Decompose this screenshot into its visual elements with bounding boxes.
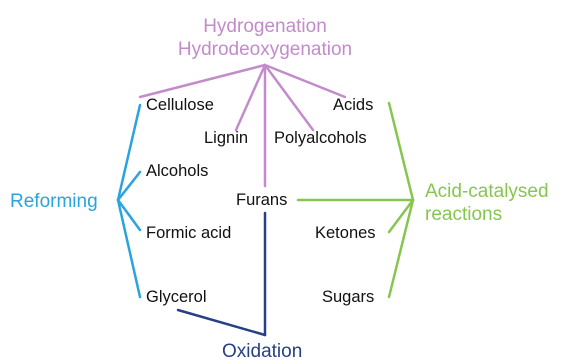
oxidation-connectors [176,211,267,337]
compound-formic-acid: Formic acid [146,224,232,242]
compound-cellulose: Cellulose [146,96,214,114]
reforming-connectors [116,103,142,299]
acid-ketones-line [387,198,415,234]
oxidation-glycerol-line [176,308,267,337]
reforming-alcohols-line [116,170,142,202]
compound-sugars: Sugars [322,288,375,306]
compound-alcohols: Alcohols [146,162,209,180]
hydrogenation-acids-line [263,63,347,99]
acid-catalysed-line1: Acid-catalysed [425,181,549,202]
reforming-cellulose-line [116,103,142,202]
compound-acids: Acids [333,96,374,114]
hydrogenation-lignin-line [234,63,267,132]
compound-furans: Furans [236,191,288,209]
reforming-formic-acid-line [116,198,142,232]
acid-catalysed-line2: reactions [425,204,503,225]
hydrogenation-polyalcohols-line [263,63,315,132]
hydrogenation-line1: Hydrogenation [203,16,327,37]
acid-catalysed-label: Acid-catalysed reactions [425,180,549,226]
acid-sugars-line [387,198,415,299]
acid-acids-line [387,101,415,202]
oxidation-label: Oxidation [222,341,303,362]
reforming-glycerol-line [116,198,142,299]
compound-ketones: Ketones [315,224,376,242]
compound-glycerol: Glycerol [146,288,207,306]
hydrogenation-cellulose-line [138,63,267,99]
hydrogenation-label: Hydrogenation Hydrodeoxygenation [150,15,380,61]
hydrogenation-connectors [138,63,347,188]
reforming-label: Reforming [10,191,98,212]
hydrogenation-line2: Hydrodeoxygenation [177,39,353,60]
compound-polyalcohols: Polyalcohols [274,129,367,147]
compound-lignin: Lignin [204,129,249,147]
acid-catalysed-connectors [296,101,415,299]
